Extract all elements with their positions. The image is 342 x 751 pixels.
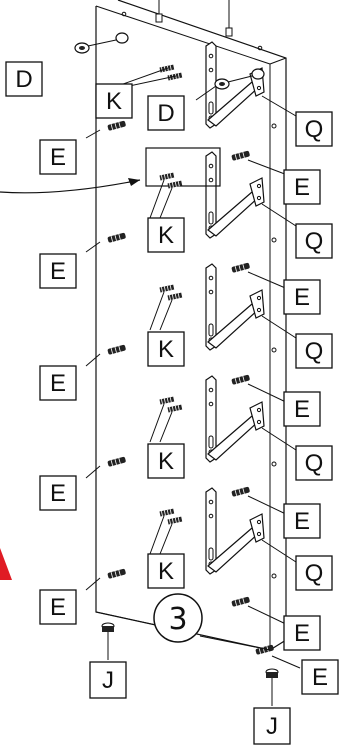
- label-e-right-3: E: [294, 396, 310, 423]
- label-e-right-1: E: [294, 174, 310, 201]
- label-e-right-2: E: [294, 284, 310, 311]
- label-e-left-3: E: [50, 370, 66, 397]
- step-number: 3: [168, 602, 187, 637]
- label-k-2: K: [158, 222, 174, 249]
- label-q-2: Q: [305, 228, 324, 255]
- label-k-1: K: [106, 88, 122, 115]
- label-e-right-4: E: [294, 508, 310, 535]
- warning-triangle-icon: [0, 548, 12, 580]
- label-j-right: J: [266, 713, 278, 740]
- d-cam-fittings: [74, 32, 265, 101]
- label-k-4: K: [158, 448, 174, 475]
- label-q-3: Q: [305, 338, 324, 365]
- j-feet: [101, 622, 279, 706]
- label-j-left: J: [102, 667, 114, 694]
- step-number-circle: [153, 593, 203, 643]
- label-k-3: K: [158, 336, 174, 363]
- label-e-left-1: E: [50, 144, 66, 171]
- label-d-hinge: D: [157, 100, 174, 127]
- label-q-1: Q: [305, 116, 324, 143]
- label-e-left-4: E: [50, 480, 66, 507]
- label-e-right-5: E: [294, 620, 310, 647]
- label-e-left-5: E: [50, 594, 66, 621]
- label-k-5: K: [158, 558, 174, 585]
- label-q-5: Q: [305, 560, 324, 587]
- detail-arrow: [0, 179, 141, 194]
- side-panel: [95, 0, 287, 651]
- label-d-top-left: D: [15, 66, 32, 93]
- label-e-bottom: E: [312, 664, 328, 691]
- label-q-4: Q: [305, 450, 324, 477]
- label-e-left-2: E: [50, 258, 66, 285]
- detail-highlight-box: [145, 147, 221, 187]
